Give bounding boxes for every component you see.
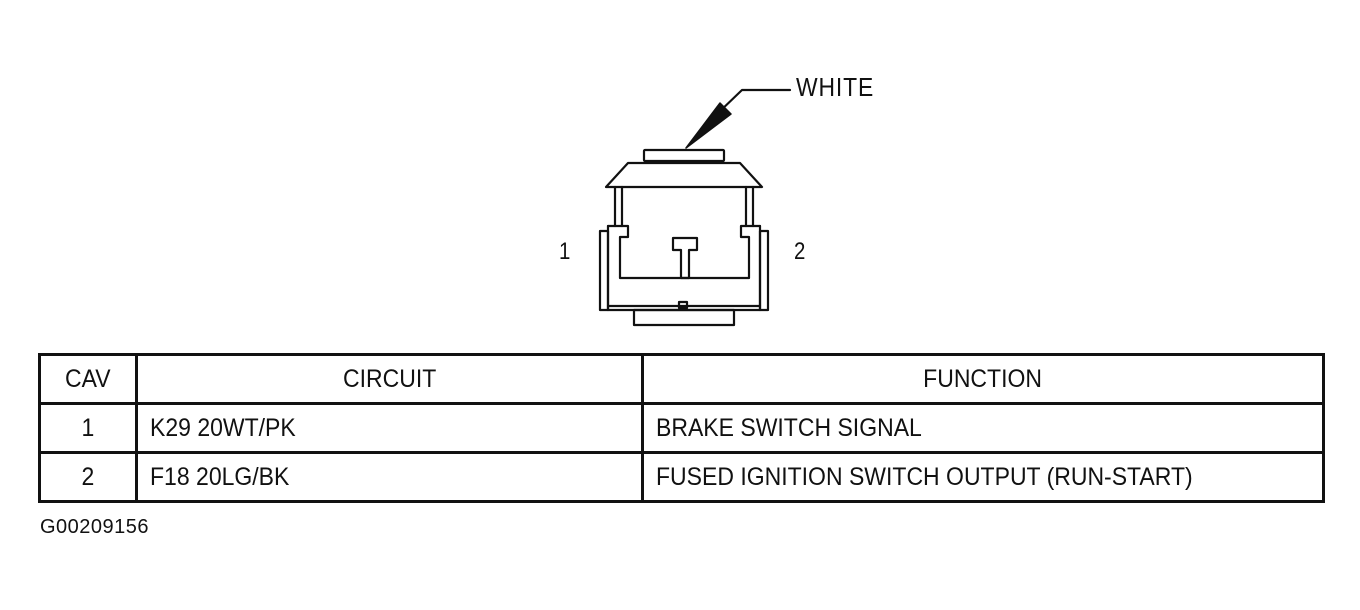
connector-diagram: [598, 88, 792, 327]
table-row: 1 K29 20WT/PK BRAKE SWITCH SIGNAL: [38, 402, 1325, 454]
header-circuit: CIRCUIT: [135, 353, 644, 405]
table-row: 2 F18 20LG/BK FUSED IGNITION SWITCH OUTP…: [38, 451, 1325, 503]
left-side-rail: [598, 229, 610, 312]
bottom-notch: [677, 300, 689, 310]
color-callout-label: WHITE: [796, 72, 875, 102]
callout-arrowhead: [685, 102, 732, 149]
pinout-table: CAV CIRCUIT FUNCTION 1 K29 20WT/PK BRAKE…: [38, 353, 1325, 503]
housing-top: [604, 161, 764, 189]
cell-circuit: K29 20WT/PK: [135, 402, 644, 454]
cavity-outline: [606, 224, 762, 280]
cell-cav: 2: [38, 451, 138, 503]
figure-code: G00209156: [40, 516, 150, 538]
cell-circuit: F18 20LG/BK: [135, 451, 644, 503]
locking-tab: [642, 148, 726, 163]
bottom-plate: [632, 308, 736, 327]
pin-label-1: 1: [559, 238, 571, 265]
pin-label-2: 2: [794, 238, 806, 265]
header-cav: CAV: [38, 353, 138, 405]
right-side-rail: [758, 229, 770, 312]
header-function: FUNCTION: [641, 353, 1325, 405]
cell-function: BRAKE SWITCH SIGNAL: [641, 402, 1325, 454]
center-key: [671, 236, 699, 280]
cell-cav: 1: [38, 402, 138, 454]
cell-function: FUSED IGNITION SWITCH OUTPUT (RUN-START): [641, 451, 1325, 503]
table-header-row: CAV CIRCUIT FUNCTION: [38, 353, 1325, 405]
